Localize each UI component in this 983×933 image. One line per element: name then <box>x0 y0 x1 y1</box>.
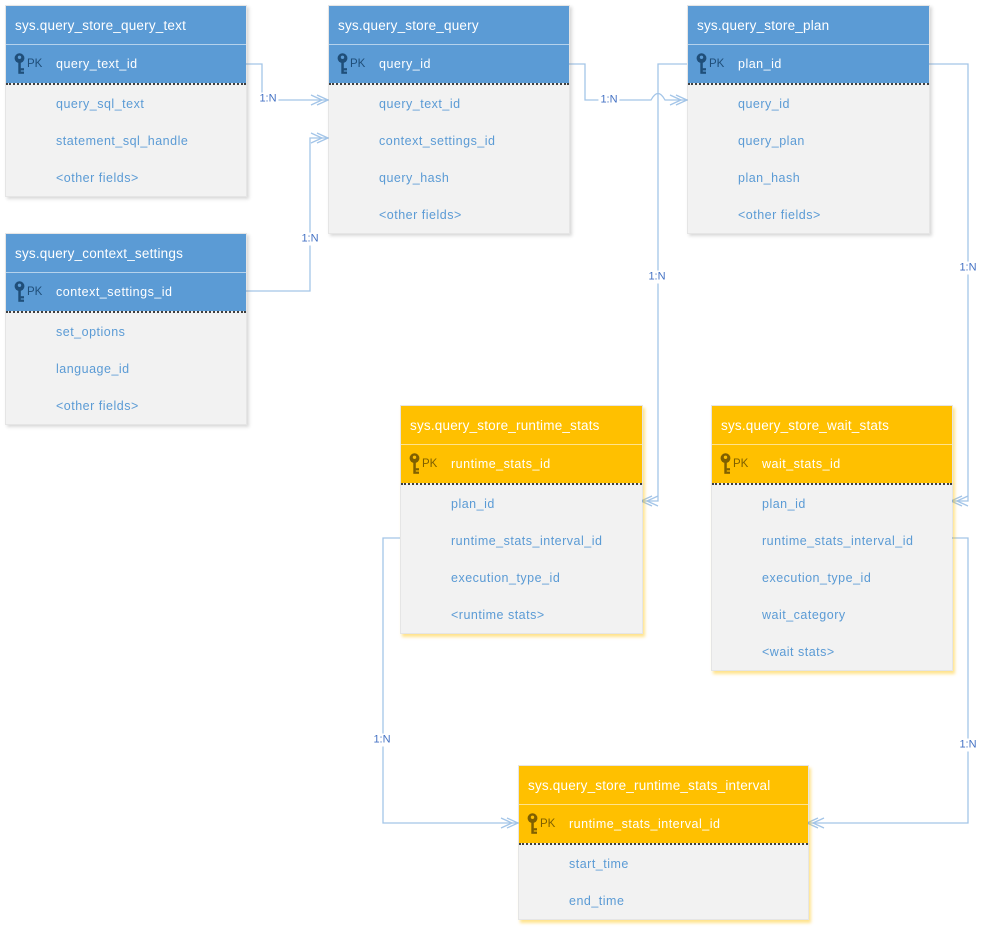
field-row: execution_type_id <box>762 570 872 585</box>
table-title: sys.query_store_plan <box>688 6 929 45</box>
pk-tag: PK <box>540 818 556 830</box>
relationship <box>568 63 689 106</box>
cardinality-label: 1:N <box>598 93 620 107</box>
field-row: plan_id <box>762 496 806 511</box>
field-row: plan_hash <box>738 170 801 185</box>
table-fields: start_time end_time <box>519 843 808 919</box>
primary-key-row: PK runtime_stats_interval_id <box>519 805 808 843</box>
field-row: <other fields> <box>738 207 821 222</box>
pk-tag: PK <box>733 458 749 470</box>
field-row: query_hash <box>379 170 450 185</box>
field-row: query_text_id <box>379 96 461 111</box>
pk-tag: PK <box>422 458 438 470</box>
pk-field-name: context_settings_id <box>56 285 173 299</box>
pk-field-name: query_id <box>379 57 431 71</box>
field-row: wait_category <box>762 607 846 622</box>
field-row: runtime_stats_interval_id <box>762 533 914 548</box>
many-arrow-icon <box>310 94 330 106</box>
table-fields: query_id query_plan plan_hash <other fields… <box>688 83 929 233</box>
pk-field-name: wait_stats_id <box>762 457 841 471</box>
key-icon <box>13 281 26 303</box>
primary-key-row: PK query_text_id <box>6 45 246 83</box>
field-row: context_settings_id <box>379 133 496 148</box>
cardinality-label: 1:N <box>957 261 979 275</box>
field-row: <other fields> <box>56 398 139 413</box>
pk-tag: PK <box>709 58 725 70</box>
relationship-line <box>928 63 969 502</box>
primary-key-row: PK runtime_stats_id <box>401 445 642 483</box>
field-row: statement_sql_handle <box>56 133 189 148</box>
field-row: <wait stats> <box>762 644 835 659</box>
table-title: sys.query_context_settings <box>6 234 246 273</box>
relationship-line <box>382 537 518 824</box>
table-title: sys.query_store_runtime_stats_interval <box>519 766 808 805</box>
cardinality-label: 1:N <box>646 270 668 284</box>
table-title: sys.query_store_query_text <box>6 6 246 45</box>
primary-key-row: PK query_id <box>329 45 569 83</box>
field-row: query_sql_text <box>56 96 145 111</box>
many-arrow-icon <box>500 817 520 829</box>
many-arrow-icon <box>669 94 689 106</box>
pk-tag: PK <box>27 286 43 298</box>
table-fields: query_sql_text statement_sql_handle <other… <box>6 83 246 196</box>
table-title: sys.query_store_query <box>329 6 569 45</box>
cardinality-label: 1:N <box>299 232 321 246</box>
field-row: query_id <box>738 96 790 111</box>
key-icon <box>719 453 732 475</box>
key-icon <box>526 813 539 835</box>
cardinality-label: 1:N <box>371 733 393 747</box>
many-arrow-icon <box>310 132 330 144</box>
field-row: execution_type_id <box>451 570 561 585</box>
field-row: start_time <box>569 856 629 871</box>
field-row: end_time <box>569 893 625 908</box>
primary-key-row: PK wait_stats_id <box>712 445 952 483</box>
field-row: <other fields> <box>379 207 462 222</box>
table-title: sys.query_store_runtime_stats <box>401 406 642 445</box>
pk-field-name: plan_id <box>738 57 782 71</box>
table-fields: set_options language_id <other fields> <box>6 311 246 424</box>
key-icon <box>408 453 421 475</box>
field-row: language_id <box>56 361 130 376</box>
table-fields: plan_id runtime_stats_interval_id executio… <box>712 483 952 670</box>
relationship <box>245 63 330 106</box>
primary-key-row: PK context_settings_id <box>6 273 246 311</box>
pk-tag: PK <box>27 58 43 70</box>
relationship <box>245 132 330 292</box>
key-icon <box>695 53 708 75</box>
relationship <box>382 537 520 829</box>
relationship-line <box>245 137 328 292</box>
pk-tag: PK <box>350 58 366 70</box>
field-row: set_options <box>56 324 126 339</box>
table-fields: query_text_id context_settings_id query_ha… <box>329 83 569 233</box>
field-row: <other fields> <box>56 170 139 185</box>
pk-field-name: query_text_id <box>56 57 138 71</box>
field-row: plan_id <box>451 496 495 511</box>
relationship <box>639 63 687 507</box>
cardinality-label: 1:N <box>957 738 979 752</box>
primary-key-row: PK plan_id <box>688 45 929 83</box>
field-row: query_plan <box>738 133 805 148</box>
table-fields: plan_id runtime_stats_interval_id executio… <box>401 483 642 633</box>
field-row: <runtime stats> <box>451 607 545 622</box>
relationship-line <box>807 537 969 824</box>
field-row: runtime_stats_interval_id <box>451 533 603 548</box>
pk-field-name: runtime_stats_interval_id <box>569 817 721 831</box>
relationship-line <box>568 63 687 101</box>
key-icon <box>336 53 349 75</box>
cardinality-label: 1:N <box>257 92 279 106</box>
table-title: sys.query_store_wait_stats <box>712 406 952 445</box>
relationship-line <box>245 63 328 101</box>
pk-field-name: runtime_stats_id <box>451 457 551 471</box>
key-icon <box>13 53 26 75</box>
